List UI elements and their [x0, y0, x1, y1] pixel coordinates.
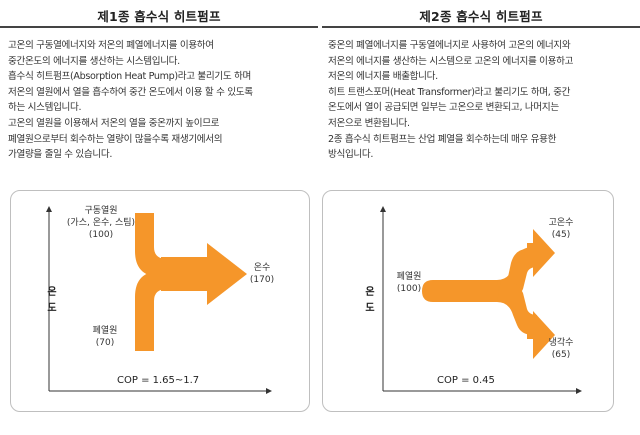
- type2-output-top-name: 고온수: [548, 218, 574, 228]
- type2-desc-line: 방식입니다.: [328, 149, 374, 161]
- type1-diagram-box: 온 도 구동열원 (가스, 온수, 스팀) (100) 폐열원 (70) 온수 …: [10, 190, 310, 412]
- type1-output-label: 온수 (170): [244, 262, 280, 286]
- type1-input-bottom-value: (70): [95, 338, 115, 348]
- type1-desc-line: 폐열원으로부터 회수하는 열량이 많을수록 재생기에서의: [8, 133, 223, 145]
- type1-title: 제1종 흡수식 히트펌프: [97, 9, 221, 24]
- type2-diagram-graphic: [380, 206, 582, 394]
- type1-merge-arrow: [135, 213, 247, 351]
- type2-output-top-value: (45): [551, 230, 571, 240]
- type1-y-axis-char: 도: [47, 303, 57, 314]
- type1-title-divider: [0, 26, 318, 28]
- type1-desc-line: 고온의 구동열에너지와 저온의 폐열에너지를 이용하여: [8, 40, 214, 51]
- type2-y-axis-char: 온: [365, 287, 375, 298]
- type2-cop: COP = 0.45: [437, 375, 495, 386]
- type1-desc-line: 저온의 열원에서 열을 흡수하여 중간 온도에서 이용 할 수 있도록: [8, 86, 253, 98]
- type2-output-bottom-name: 냉각수: [548, 338, 574, 348]
- type1-desc-line: 흡수식 히트펌프(Absorption Heat Pump)라고 불리기도 하며: [8, 71, 251, 83]
- type2-desc-line: 히트 트랜스포머(Heat Transformer)라고 불리기도 하며, 중간: [328, 86, 571, 98]
- type1-y-axis-char: 온: [47, 287, 57, 298]
- type2-input-value: (100): [396, 284, 422, 294]
- type1-desc-line: 중간온도의 에너지를 생산하는 시스템입니다.: [8, 55, 180, 67]
- type1-output-name: 온수: [253, 263, 271, 273]
- type1-description: 고온의 구동열에너지와 저온의 폐열에너지를 이용하여 중간온도의 에너지를 생…: [8, 38, 313, 163]
- type1-desc-line: 가열량을 줄일 수 있습니다.: [8, 149, 113, 161]
- type2-output-bottom-label: 냉각수 (65): [541, 337, 581, 361]
- type1-input-top-value: (100): [88, 230, 114, 240]
- type1-y-axis-label: 온 도: [45, 285, 59, 317]
- type2-y-axis-label: 온 도: [363, 285, 377, 317]
- type1-desc-line: 고온의 열원을 이용해서 저온의 열을 중온까지 높이므로: [8, 117, 220, 129]
- type2-split-arrow: [422, 229, 555, 359]
- type2-input-name: 폐열원: [396, 272, 422, 282]
- type1-cop: COP = 1.65~1.7: [117, 375, 200, 386]
- type1-desc-line: 하는 시스템입니다.: [8, 102, 82, 114]
- type2-desc-line: 저온의 에너지를 생산하는 시스템으로 고온의 에너지를 이용하고: [328, 55, 574, 67]
- type2-input-label: 폐열원 (100): [389, 271, 429, 295]
- type2-output-top-label: 고온수 (45): [541, 217, 581, 241]
- type1-diagram-graphic: [46, 206, 272, 394]
- type1-input-bottom-name: 폐열원: [92, 326, 118, 336]
- type2-y-axis-char: 도: [365, 303, 375, 314]
- type1-input-top-detail: (가스, 온수, 스팀): [66, 218, 136, 228]
- type2-diagram-box: 온 도 폐열원 (100) 고온수 (45) 냉각수 (65) COP = 0.…: [322, 190, 614, 412]
- type1-output-value: (170): [249, 275, 275, 285]
- type1-input-top-name: 구동열원: [84, 206, 118, 216]
- type2-title: 제2종 흡수식 히트펌프: [419, 9, 543, 24]
- type2-output-bottom-value: (65): [551, 350, 571, 360]
- type2-desc-line: 2종 흡수식 히트펌프는 산업 폐열을 회수하는데 매우 유용한: [328, 133, 557, 145]
- type2-desc-line: 중온의 폐열에너지를 구동열에너지로 사용하여 고온의 에너지와: [328, 40, 571, 51]
- type1-input-bottom-label: 폐열원 (70): [85, 325, 125, 349]
- type2-title-divider: [322, 26, 640, 28]
- type2-desc-line: 저온으로 변환됩니다.: [328, 117, 410, 129]
- type1-input-top-label: 구동열원 (가스, 온수, 스팀) (100): [63, 205, 139, 241]
- type2-description: 중온의 폐열에너지를 구동열에너지로 사용하여 고온의 에너지와 저온의 에너지…: [328, 38, 633, 163]
- type2-desc-line: 저온의 에너지를 배출합니다.: [328, 71, 438, 83]
- type2-desc-line: 온도에서 열이 공급되면 일부는 고온으로 변환되고, 나머지는: [328, 102, 559, 114]
